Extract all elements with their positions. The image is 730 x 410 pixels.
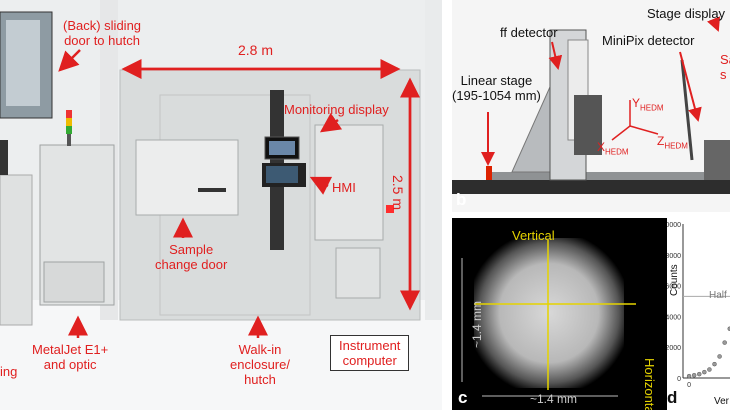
y-tick-label: 0 xyxy=(677,376,681,383)
y-axis-label: Counts xyxy=(669,264,680,296)
horizontal-label: Horizontal xyxy=(642,358,657,410)
linear-stage-label: Linear stage (195-1054 mm) xyxy=(452,73,541,103)
sample-change-door-label: Sample change door xyxy=(155,242,228,272)
panel-a-photo: (Back) sliding door to hutch 2.8 m 2.5 m… xyxy=(0,0,442,410)
cut-off-label-b: Sa s xyxy=(720,52,730,82)
y-tick-label: 10000 xyxy=(667,222,681,229)
panel-c-beam-image: c Vertical Horizontal ~1.4 mm ~1.4 mm xyxy=(452,218,667,410)
data-point xyxy=(717,354,722,359)
axis-y-label: YHEDM xyxy=(632,96,664,113)
enclosure-label: Walk-in enclosure/ hutch xyxy=(230,342,290,387)
ff-detector-label: ff detector xyxy=(500,25,558,40)
monitoring-display-label: Monitoring display xyxy=(284,102,389,117)
panel-b-letter: b xyxy=(456,190,467,209)
hmi-label: HMI xyxy=(332,180,356,195)
dimension-left-label: ~1.4 mm xyxy=(470,300,484,348)
panel-d-svg: 10000800060004000200000500 xyxy=(667,222,730,389)
data-point xyxy=(702,369,707,375)
vertical-label: Vertical xyxy=(512,228,555,243)
data-point xyxy=(686,373,692,379)
data-point xyxy=(691,372,697,378)
dimension-bottom-label: ~1.4 mm xyxy=(530,392,578,406)
instrument-computer-label: Instrument computer xyxy=(330,335,410,371)
stage-display-label: Stage display xyxy=(647,6,726,21)
panel-c-graphics xyxy=(461,238,636,397)
x-tick-label: 0 xyxy=(687,382,691,389)
data-point xyxy=(707,367,712,372)
cut-off-label: ing xyxy=(0,364,18,379)
panel-d-chart: 10000800060004000200000500 d Counts Half… xyxy=(667,218,730,410)
y-tick-label: 8000 xyxy=(667,253,681,260)
panel-b-photo: b ff detector Stage display MiniPix dete… xyxy=(452,0,730,212)
data-point xyxy=(697,371,702,377)
data-point xyxy=(712,361,717,367)
y-tick-label: 4000 xyxy=(667,314,681,321)
panel-b-graphics xyxy=(452,0,730,212)
data-point xyxy=(722,340,727,345)
y-tick-label: 2000 xyxy=(667,345,681,352)
axis-x-label: XHEDM xyxy=(597,140,629,157)
x-axis-label: Ver xyxy=(714,396,730,407)
width-dimension-label: 2.8 m xyxy=(238,42,274,58)
metaljet-label: MetalJet E1+ and optic xyxy=(32,342,109,372)
half-max-label: Half Max. xyxy=(709,290,730,301)
axis-z-label: ZHEDM xyxy=(657,134,688,151)
sliding-door-label: (Back) sliding door to hutch xyxy=(63,18,142,48)
panel-d-letter: d xyxy=(667,388,678,407)
height-dimension-label: 2.5 m xyxy=(390,175,406,211)
minipix-detector-label: MiniPix detector xyxy=(602,33,695,48)
panel-c-letter: c xyxy=(458,388,468,407)
y-tick-label: 6000 xyxy=(667,284,681,291)
